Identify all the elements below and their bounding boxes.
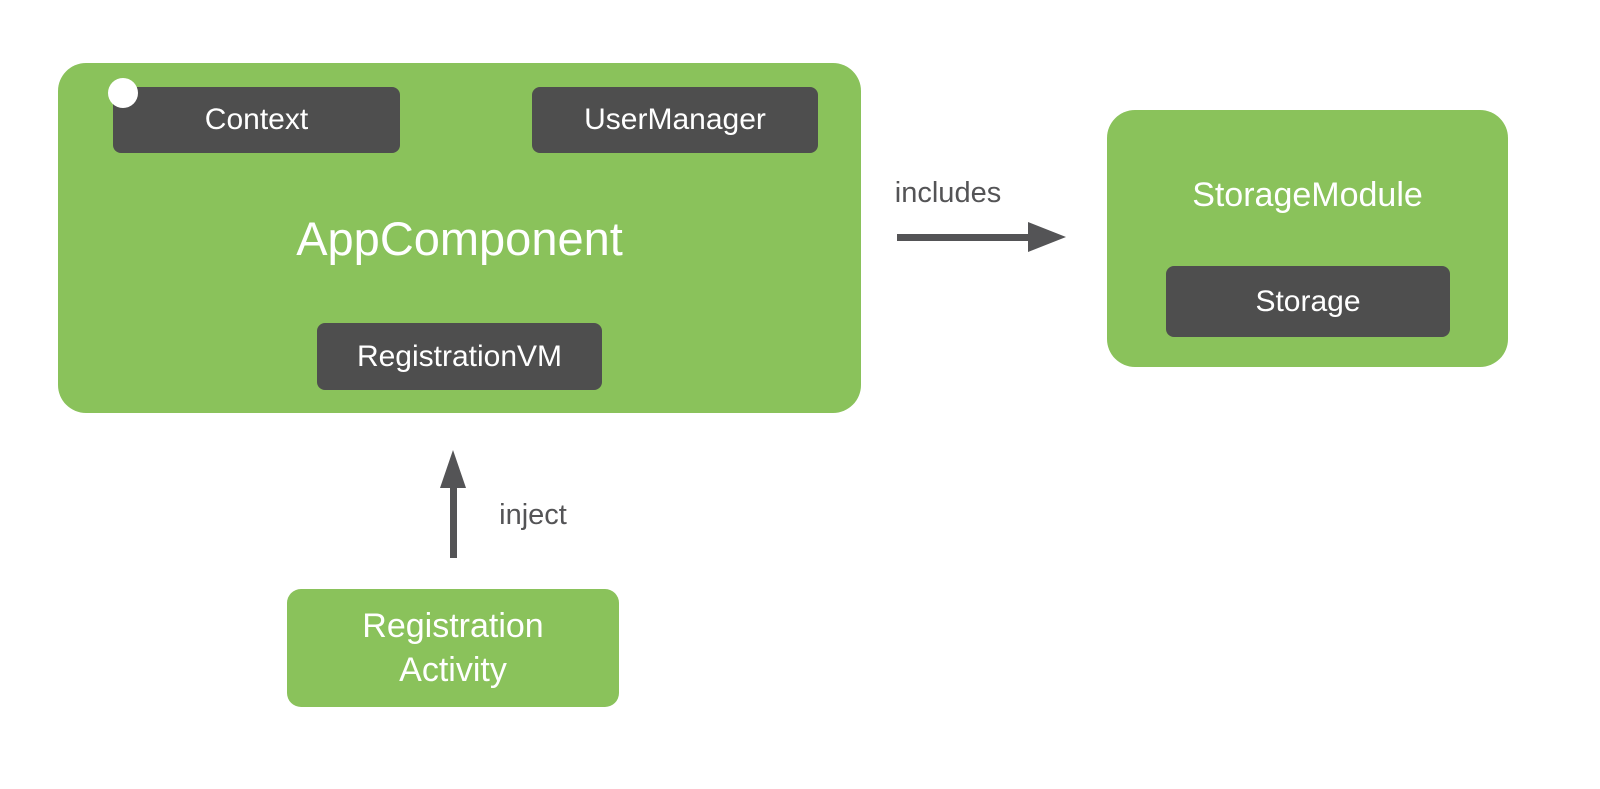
storage-node: Storage	[1166, 266, 1450, 337]
storage-module-node: StorageModule Storage	[1107, 110, 1508, 367]
app-component-label: AppComponent	[296, 211, 623, 265]
context-node: Context	[113, 87, 400, 153]
includes-arrow-shaft	[897, 234, 1028, 241]
includes-arrow-head-icon	[1028, 222, 1066, 252]
app-component-node: AppComponent Context UserManager Registr…	[58, 63, 861, 413]
registration-activity-label-line1: Registration	[362, 607, 544, 645]
registration-activity-label-line2: Activity	[399, 651, 507, 689]
storage-label: Storage	[1255, 284, 1361, 318]
inject-arrow-head-icon	[440, 450, 466, 488]
context-label: Context	[204, 103, 309, 136]
inject-edge-label: inject	[499, 499, 567, 531]
inject-arrow-shaft	[450, 487, 457, 558]
registration-vm-node: RegistrationVM	[317, 323, 602, 390]
registration-activity-node: Registration Activity	[287, 589, 619, 707]
context-corner-dot	[108, 78, 138, 108]
storage-module-label: StorageModule	[1192, 175, 1423, 214]
user-manager-node: UserManager	[532, 87, 818, 153]
registration-vm-label: RegistrationVM	[356, 339, 563, 373]
includes-edge-label: includes	[894, 177, 1002, 209]
user-manager-label: UserManager	[584, 103, 766, 136]
